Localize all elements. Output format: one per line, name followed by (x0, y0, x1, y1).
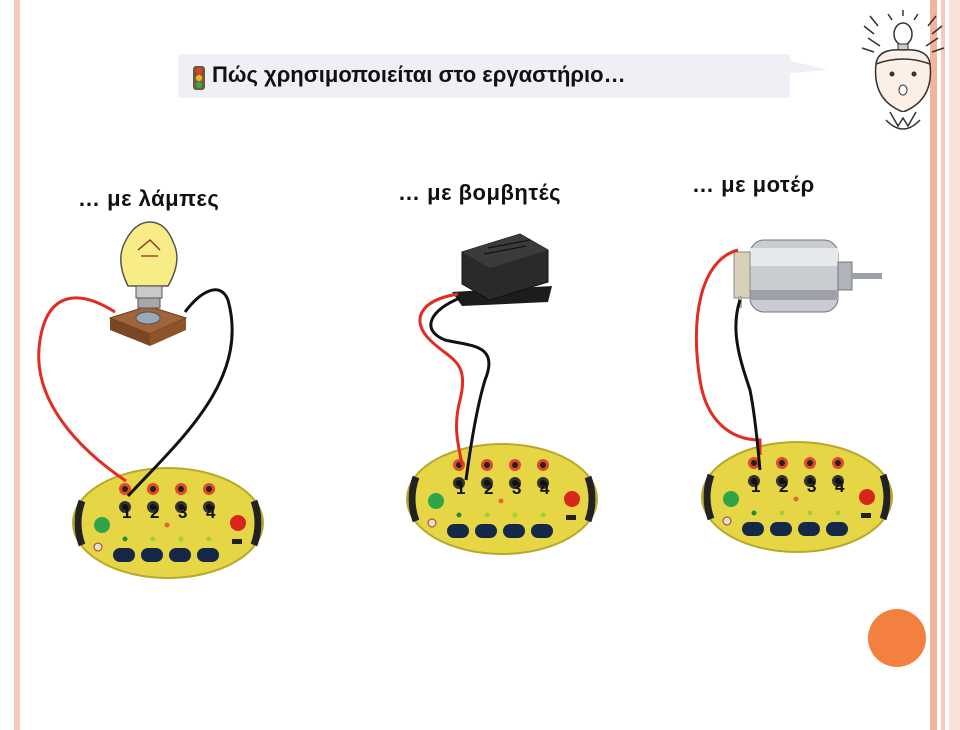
decorative-dot (868, 609, 926, 667)
board-number-2: 2 (779, 477, 788, 496)
circuit-board-buzzer (407, 444, 597, 554)
board-number-2: 2 (484, 479, 493, 498)
buzzer-icon (452, 233, 552, 306)
board-number-4: 4 (835, 477, 845, 496)
board-number-3: 3 (178, 503, 187, 522)
lamp-icon (108, 221, 188, 346)
slide-frame-left (14, 0, 20, 730)
buzzer-section-label: … με βομβητές (398, 180, 562, 205)
board-number-4: 4 (206, 503, 216, 522)
board-number-4: 4 (540, 479, 550, 498)
title-bar (178, 54, 790, 98)
slide-title: Πώς χρησιμοποιείται στο εργαστήριο… (212, 62, 626, 87)
board-number-1: 1 (751, 477, 760, 496)
slide-frame-right-outer (949, 0, 960, 730)
board-number-2: 2 (150, 503, 159, 522)
lamp-section-label: … με λάμπες (78, 186, 220, 211)
traffic-light-icon (193, 66, 205, 90)
circuit-board-motor (702, 442, 892, 552)
lightbulb-mascot (861, 10, 945, 130)
slide-frame-right-inner (941, 0, 945, 730)
board-number-1: 1 (456, 479, 465, 498)
board-number-1: 1 (122, 503, 131, 522)
board-number-3: 3 (807, 477, 816, 496)
motor-section-label: … με μοτέρ (692, 172, 815, 197)
board-number-3: 3 (512, 479, 521, 498)
slide-frame-right (930, 0, 937, 730)
circuit-board-lamp (73, 468, 263, 578)
motor-icon (733, 239, 882, 313)
title-bar-tail (780, 58, 828, 74)
